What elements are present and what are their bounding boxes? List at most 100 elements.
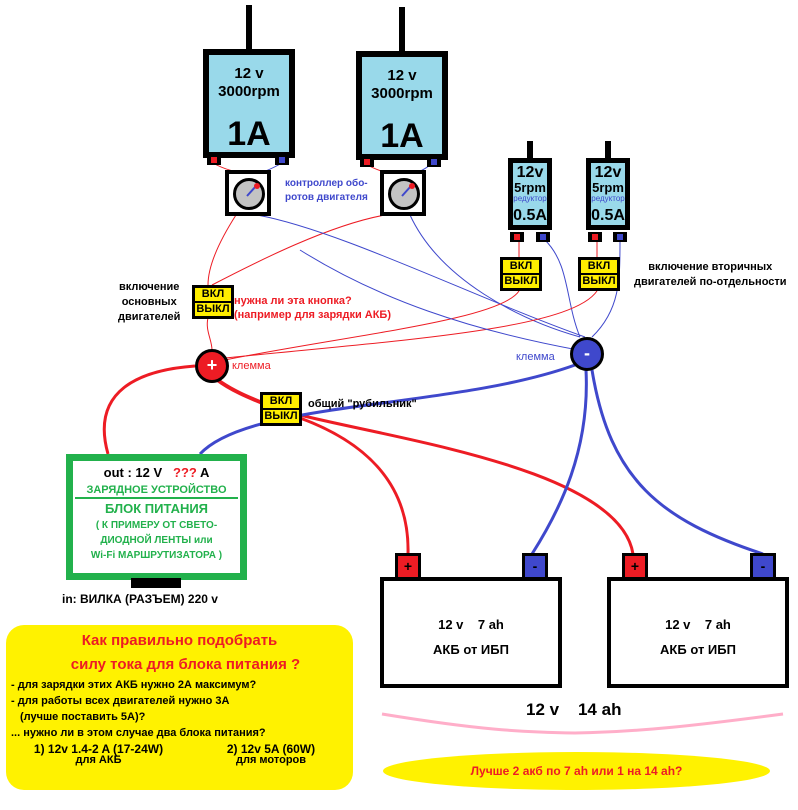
plus-icon: + (206, 355, 218, 375)
secondary-switch-label: включение вторичных двигателей по-отдель… (634, 261, 787, 288)
motor-shaft (399, 7, 405, 51)
motor1-positive-terminal (207, 155, 221, 165)
wire-blue-left-minus (299, 249, 579, 351)
wire-red-switch-plus (206, 317, 213, 351)
battery2-negative-terminal: - (750, 553, 776, 577)
psu-output: out : 12 V ??? A (103, 465, 210, 480)
motor-speed: 5rpm (592, 180, 624, 195)
plus-clamp: + (195, 349, 229, 383)
wire-red-master-batt2 (299, 413, 635, 555)
main-motors-switch[interactable]: ВКЛ ВЫКЛ (192, 285, 234, 319)
battery-2: 12 v 7 ah АКБ от ИБП (607, 577, 789, 688)
option-1: 1) 12v 1.4-2 A (17-24W) для АКБ (33, 742, 164, 766)
wire-red-sm1-plus (224, 290, 520, 361)
unknown-current: ??? (173, 465, 197, 480)
battery-1: 12 v 7 ah АКБ от ИБП (380, 577, 562, 688)
question-line: ... нужно ли в этом случае два блока пит… (11, 727, 266, 739)
motor-gearbox: редуктор (513, 194, 547, 203)
battery-brace (381, 712, 784, 735)
motor-voltage: 12 v (387, 67, 417, 84)
sm1-positive-terminal (510, 232, 524, 242)
wire-blue-minus-psu (198, 363, 576, 456)
question-title-1: Как правильно подобрать (81, 632, 278, 649)
question-line: (лучше поставить 5А)? (20, 711, 146, 723)
secondary-motor-1-switch[interactable]: ВКЛ ВЫКЛ (500, 257, 542, 291)
wire-blue-ctrl2-minus (409, 214, 581, 338)
psu-note: ( К ПРИМЕРУ ОТ СВЕТО- ДИОДНОЙ ЛЕНТЫ или … (90, 520, 223, 561)
psu-plug (131, 578, 181, 588)
switch-off-label: ВЫКЛ (196, 303, 230, 315)
motor-current: 0.5A (513, 207, 547, 224)
wire-red-plus-psu (102, 364, 196, 455)
sm2-positive-terminal (588, 232, 602, 242)
switch-on-label: ВКЛ (263, 395, 299, 410)
psu-input-label: in: ВИЛКА (РАЗЪЕМ) 220 v (62, 592, 218, 606)
minus-clamp: - (570, 337, 604, 371)
wire-blue-minus-batt2 (590, 369, 764, 556)
battery1-negative-terminal: - (522, 553, 548, 577)
motor-speed: 3000rpm (371, 85, 433, 102)
wire-blue-sm2-minus (591, 239, 621, 338)
secondary-motor-2: 12v 5rpm редуктор 0.5A (586, 141, 630, 230)
wire-blue-sm1-minus (544, 239, 581, 338)
switch-off-label: ВЫКЛ (264, 410, 298, 422)
question-line: - для зарядки этих АКБ нужно 2А максимум… (11, 679, 257, 691)
battery-type: АКБ от ИБП (660, 642, 736, 657)
motor-shaft (527, 141, 533, 158)
speed-controller-label: контроллер обо- ротов двигателя (285, 178, 368, 203)
knob-icon (233, 178, 265, 210)
main-motor-2: 12 v 3000rpm 1A (356, 7, 448, 160)
battery-spec: 12 v 7 ah (438, 617, 504, 632)
psu-title: ЗАРЯДНОЕ УСТРОЙСТВО (75, 484, 238, 499)
motor2-negative-terminal (427, 157, 441, 167)
button-question-label: нужна ли эта кнопка? (например для заряд… (234, 295, 391, 321)
wire-red-ctrl1-switch (207, 214, 237, 286)
plus-clamp-label: клемма (232, 360, 271, 372)
secondary-motor-1: 12v 5rpm редуктор 0.5A (508, 141, 552, 230)
motor-voltage: 12v (516, 164, 544, 181)
motor-current: 1A (380, 117, 424, 155)
sm1-negative-terminal (536, 232, 550, 242)
motor-shaft (246, 5, 252, 49)
speed-controller-1[interactable] (225, 170, 271, 216)
battery-type: АКБ от ИБП (433, 642, 509, 657)
switch-on-label: ВКЛ (195, 288, 231, 303)
motor-speed: 3000rpm (218, 83, 280, 100)
wire-red-plus-master (213, 376, 266, 406)
battery1-positive-terminal: + (395, 553, 421, 577)
battery-spec: 12 v 7 ah (665, 617, 731, 632)
wire-red-sm2-plus (224, 290, 598, 359)
minus-icon: - (584, 343, 590, 363)
psu-options: 1) 12v 1.4-2 A (17-24W) для АКБ 2) 12v 5… (6, 742, 353, 766)
speed-controller-2[interactable] (380, 170, 426, 216)
minus-clamp-label: клемма (516, 351, 555, 363)
motor-voltage: 12 v (234, 65, 264, 82)
wire-blue-minus-batt1 (530, 369, 588, 555)
motor-current: 1A (227, 115, 271, 153)
question-line: - для работы всех двигателей нужно 3А (11, 695, 230, 707)
wire-red-master-batt1 (299, 416, 410, 555)
master-switch-label: общий "рубильник" (308, 398, 417, 410)
wire-red-ctrl2-switch (211, 214, 386, 286)
question-title-2: силу тока для блока питания ? (70, 656, 301, 673)
motor2-positive-terminal (360, 157, 374, 167)
sm2-negative-terminal (613, 232, 627, 242)
option-2: 2) 12v 5A (60W) для моторов (226, 742, 316, 766)
main-motor-1: 12 v 3000rpm 1A (203, 5, 295, 158)
wire-blue-ctrl1-minus (256, 214, 586, 338)
switch-off-label: ВЫКЛ (582, 275, 616, 287)
battery-question: Лучше 2 акб по 7 ah или 1 на 14 ah? (383, 752, 770, 790)
secondary-motor-2-switch[interactable]: ВКЛ ВЫКЛ (578, 257, 620, 291)
motor-speed: 5rpm (514, 180, 546, 195)
knob-icon (388, 178, 420, 210)
master-switch[interactable]: ВКЛ ВЫКЛ (260, 392, 302, 426)
battery2-positive-terminal: + (622, 553, 648, 577)
motor-current: 0.5A (591, 207, 625, 224)
question-box: Как правильно подобрать силу тока для бл… (6, 625, 353, 790)
motor-shaft (605, 141, 611, 158)
switch-on-label: ВКЛ (503, 260, 539, 275)
motor-gearbox: редуктор (591, 194, 625, 203)
switch-off-label: ВЫКЛ (504, 275, 538, 287)
switch-on-label: ВКЛ (581, 260, 617, 275)
